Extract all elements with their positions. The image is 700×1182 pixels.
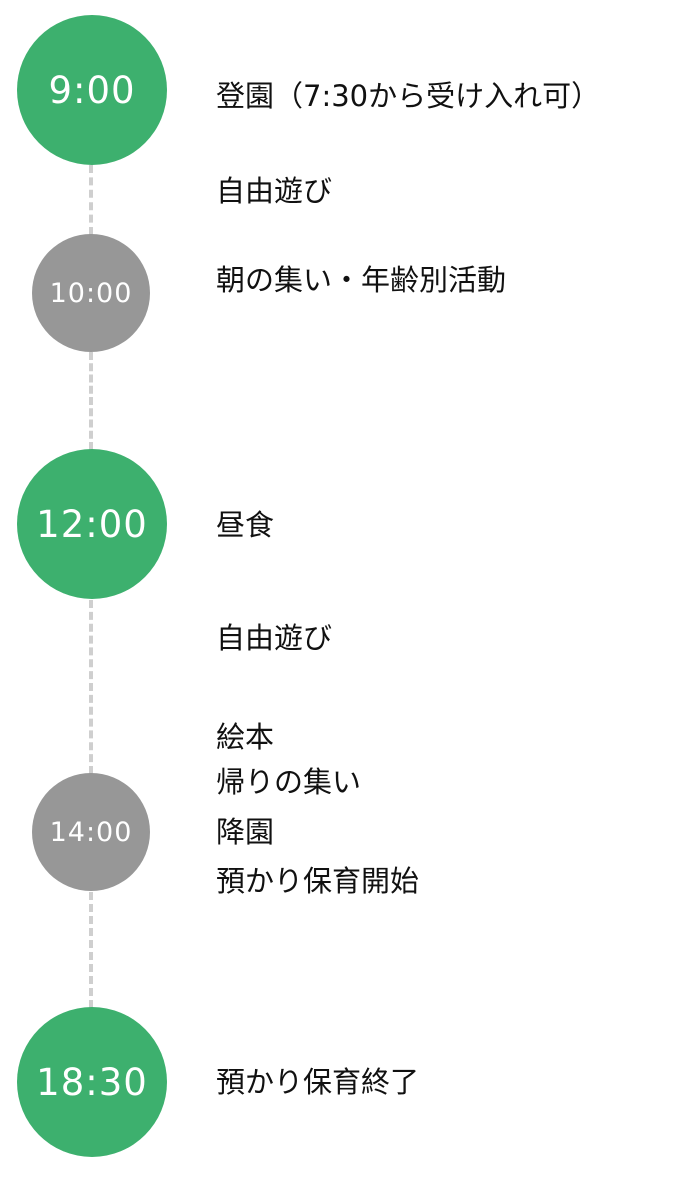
activity-free-play: 自由遊び xyxy=(216,174,333,208)
activity-extended-care-start: 預かり保育開始 xyxy=(216,864,420,898)
activity-departure: 降園 xyxy=(216,815,275,849)
activity-arrival: 登園（7:30から受け入れ可） xyxy=(216,79,601,113)
activity-lunch: 昼食 xyxy=(216,508,275,542)
time-marker-1000: 10:00 xyxy=(32,234,150,352)
activity-free-play: 自由遊び xyxy=(216,621,333,655)
activity-home-gathering: 帰りの集い xyxy=(216,765,362,799)
timeline-connector xyxy=(89,352,93,450)
activity-picture-book: 絵本 xyxy=(216,720,275,754)
time-label: 9:00 xyxy=(48,68,136,112)
time-label: 10:00 xyxy=(49,277,133,309)
activity-morning-gathering: 朝の集い・年齢別活動 xyxy=(216,263,507,297)
time-marker-1830: 18:30 xyxy=(17,1007,167,1157)
time-marker-1200: 12:00 xyxy=(17,449,167,599)
timeline-connector xyxy=(89,600,93,774)
time-label: 14:00 xyxy=(49,816,133,848)
timeline-connector xyxy=(89,892,93,1008)
time-marker-1400: 14:00 xyxy=(32,773,150,891)
timeline-connector xyxy=(89,165,93,235)
time-label: 18:30 xyxy=(36,1060,148,1104)
time-marker-0900: 9:00 xyxy=(17,15,167,165)
time-label: 12:00 xyxy=(36,502,148,546)
activity-extended-care-end: 預かり保育終了 xyxy=(216,1065,420,1099)
